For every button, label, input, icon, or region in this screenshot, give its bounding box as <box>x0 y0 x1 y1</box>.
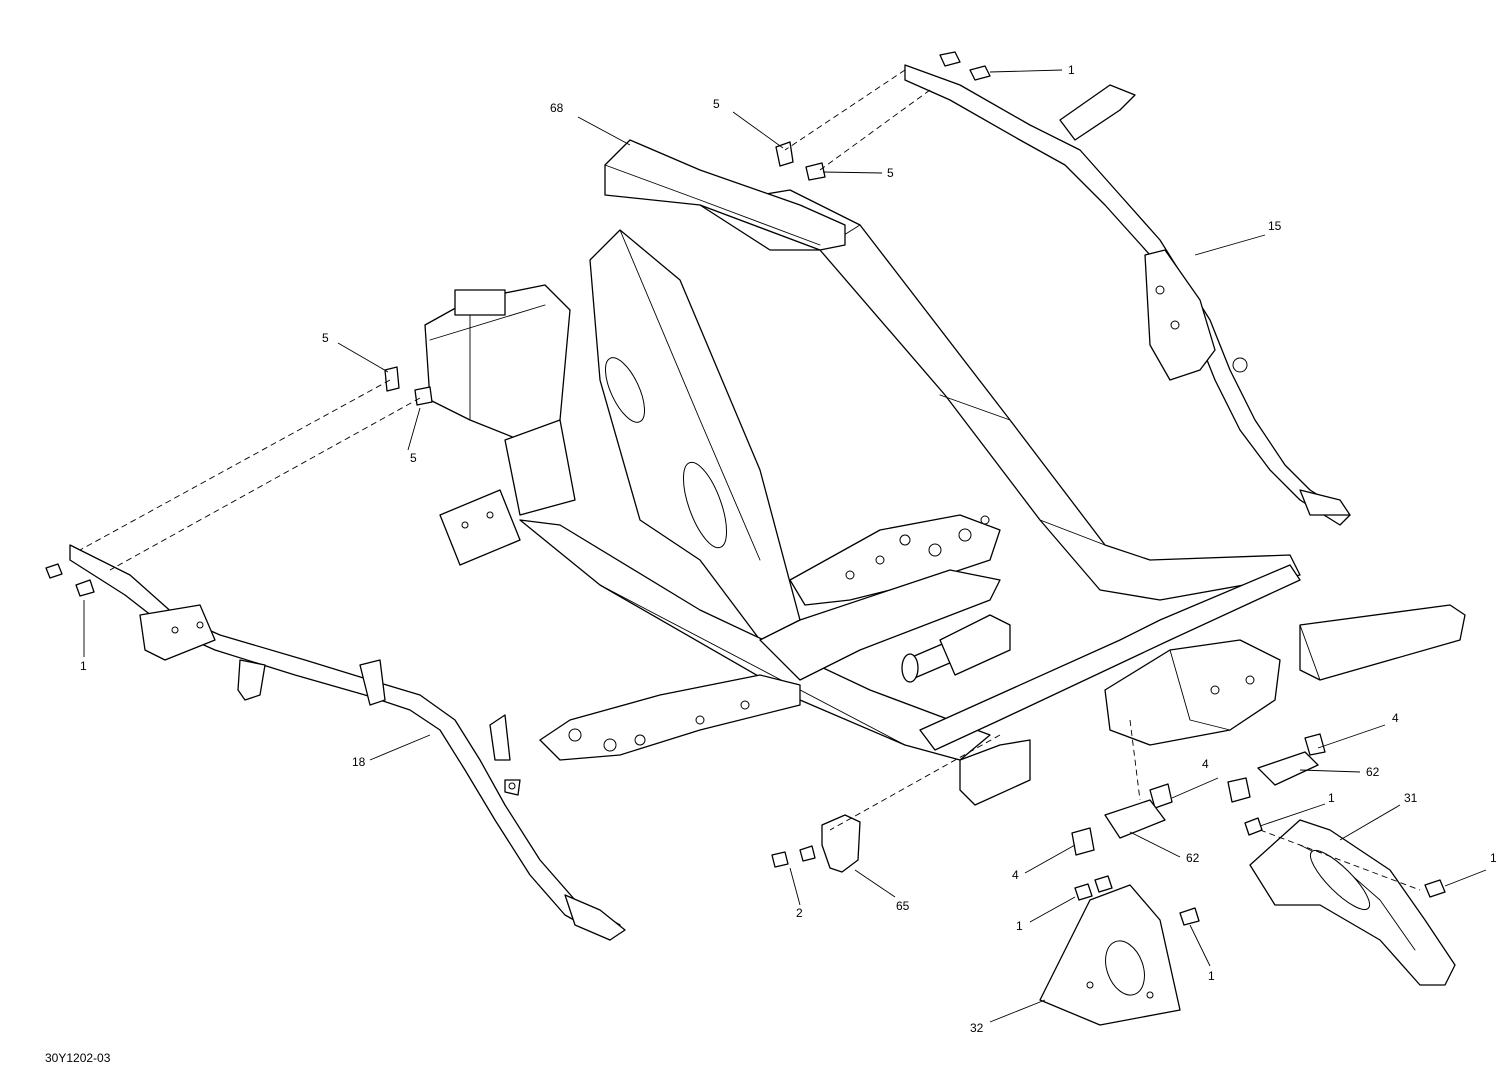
callout-1-right-a: 1 <box>1328 791 1335 805</box>
callout-68: 68 <box>550 101 564 115</box>
callout-18: 18 <box>352 755 366 769</box>
callout-31: 31 <box>1404 791 1418 805</box>
fasteners <box>45 51 1446 926</box>
callout-5-top-a: 5 <box>713 97 720 111</box>
callout-labels: 1 5 5 68 15 5 5 1 18 4 62 4 62 4 1 31 1 … <box>80 63 1497 1035</box>
callout-65: 65 <box>896 899 910 913</box>
callout-5-top-b: 5 <box>887 166 894 180</box>
callout-2: 2 <box>796 906 803 920</box>
callout-62-a: 62 <box>1366 765 1380 779</box>
callout-5-left-b: 5 <box>410 451 417 465</box>
rear-tube-15 <box>904 64 1351 526</box>
drawing-code: 30Y1202-03 <box>45 1051 111 1065</box>
callout-1-bottom-a: 1 <box>1016 919 1023 933</box>
bracket-31 <box>1249 819 1456 986</box>
leader-lines <box>83 69 1487 1023</box>
front-tube-18 <box>69 544 626 941</box>
callout-1-top: 1 <box>1068 63 1075 77</box>
callout-5-left-a: 5 <box>322 331 329 345</box>
callout-4-b: 4 <box>1202 757 1209 771</box>
callout-1-right-b: 1 <box>1490 851 1497 865</box>
callout-62-b: 62 <box>1186 851 1200 865</box>
callout-15: 15 <box>1268 219 1282 233</box>
main-frame <box>424 139 1466 806</box>
assembly-guide-lines <box>79 69 1421 891</box>
bracket-32 <box>1039 884 1181 1026</box>
callout-1-left: 1 <box>80 659 87 673</box>
callout-32: 32 <box>970 1021 984 1035</box>
callout-1-bottom-b: 1 <box>1208 969 1215 983</box>
callout-4-a: 4 <box>1392 711 1399 725</box>
callout-4-c: 4 <box>1012 868 1019 882</box>
